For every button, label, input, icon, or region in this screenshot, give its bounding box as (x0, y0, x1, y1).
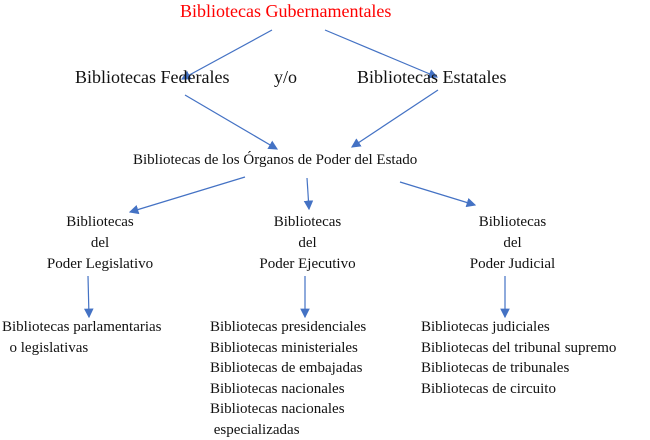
connector-text: y/o (274, 68, 297, 86)
node-line: del (20, 233, 180, 254)
node-legislativo: Bibliotecas del Poder Legislativo (20, 212, 180, 275)
arrow (185, 95, 277, 149)
list-judicial: Bibliotecas judiciales Bibliotecas del t… (421, 317, 616, 399)
arrow (88, 276, 89, 317)
arrow (307, 178, 309, 209)
node-line: del (225, 233, 390, 254)
list-item: Bibliotecas ministeriales (210, 338, 366, 359)
node-judicial: Bibliotecas del Poder Judicial (430, 212, 595, 275)
node-line: Bibliotecas (225, 212, 390, 233)
list-item: Bibliotecas de tribunales (421, 358, 616, 379)
list-legislativo: Bibliotecas parlamentarias o legislativa… (2, 317, 162, 358)
node-ejecutivo: Bibliotecas del Poder Ejecutivo (225, 212, 390, 275)
arrow (400, 182, 475, 205)
node-line: Bibliotecas (20, 212, 180, 233)
list-item: Bibliotecas de embajadas (210, 358, 366, 379)
list-item: Bibliotecas nacionales (210, 399, 366, 420)
node-estatales: Bibliotecas Estatales (357, 68, 506, 86)
list-item: Bibliotecas nacionales (210, 379, 366, 400)
list-item: Bibliotecas del tribunal supremo (421, 338, 616, 359)
node-line: Bibliotecas (430, 212, 595, 233)
list-item: Bibliotecas presidenciales (210, 317, 366, 338)
node-line: del (430, 233, 595, 254)
node-organos: Bibliotecas de los Órganos de Poder del … (133, 153, 417, 168)
list-item: o legislativas (2, 338, 162, 359)
node-line: Poder Ejecutivo (225, 254, 390, 275)
list-item: Bibliotecas judiciales (421, 317, 616, 338)
list-ejecutivo: Bibliotecas presidenciales Bibliotecas m… (210, 317, 366, 440)
list-item: Bibliotecas de circuito (421, 379, 616, 400)
diagram-title: Bibliotecas Gubernamentales (180, 2, 391, 20)
list-item: Bibliotecas parlamentarias (2, 317, 162, 338)
arrow (352, 90, 438, 147)
arrow (130, 177, 245, 212)
node-line: Poder Legislativo (20, 254, 180, 275)
node-line: Poder Judicial (430, 254, 595, 275)
node-federales: Bibliotecas Federales (75, 68, 229, 86)
